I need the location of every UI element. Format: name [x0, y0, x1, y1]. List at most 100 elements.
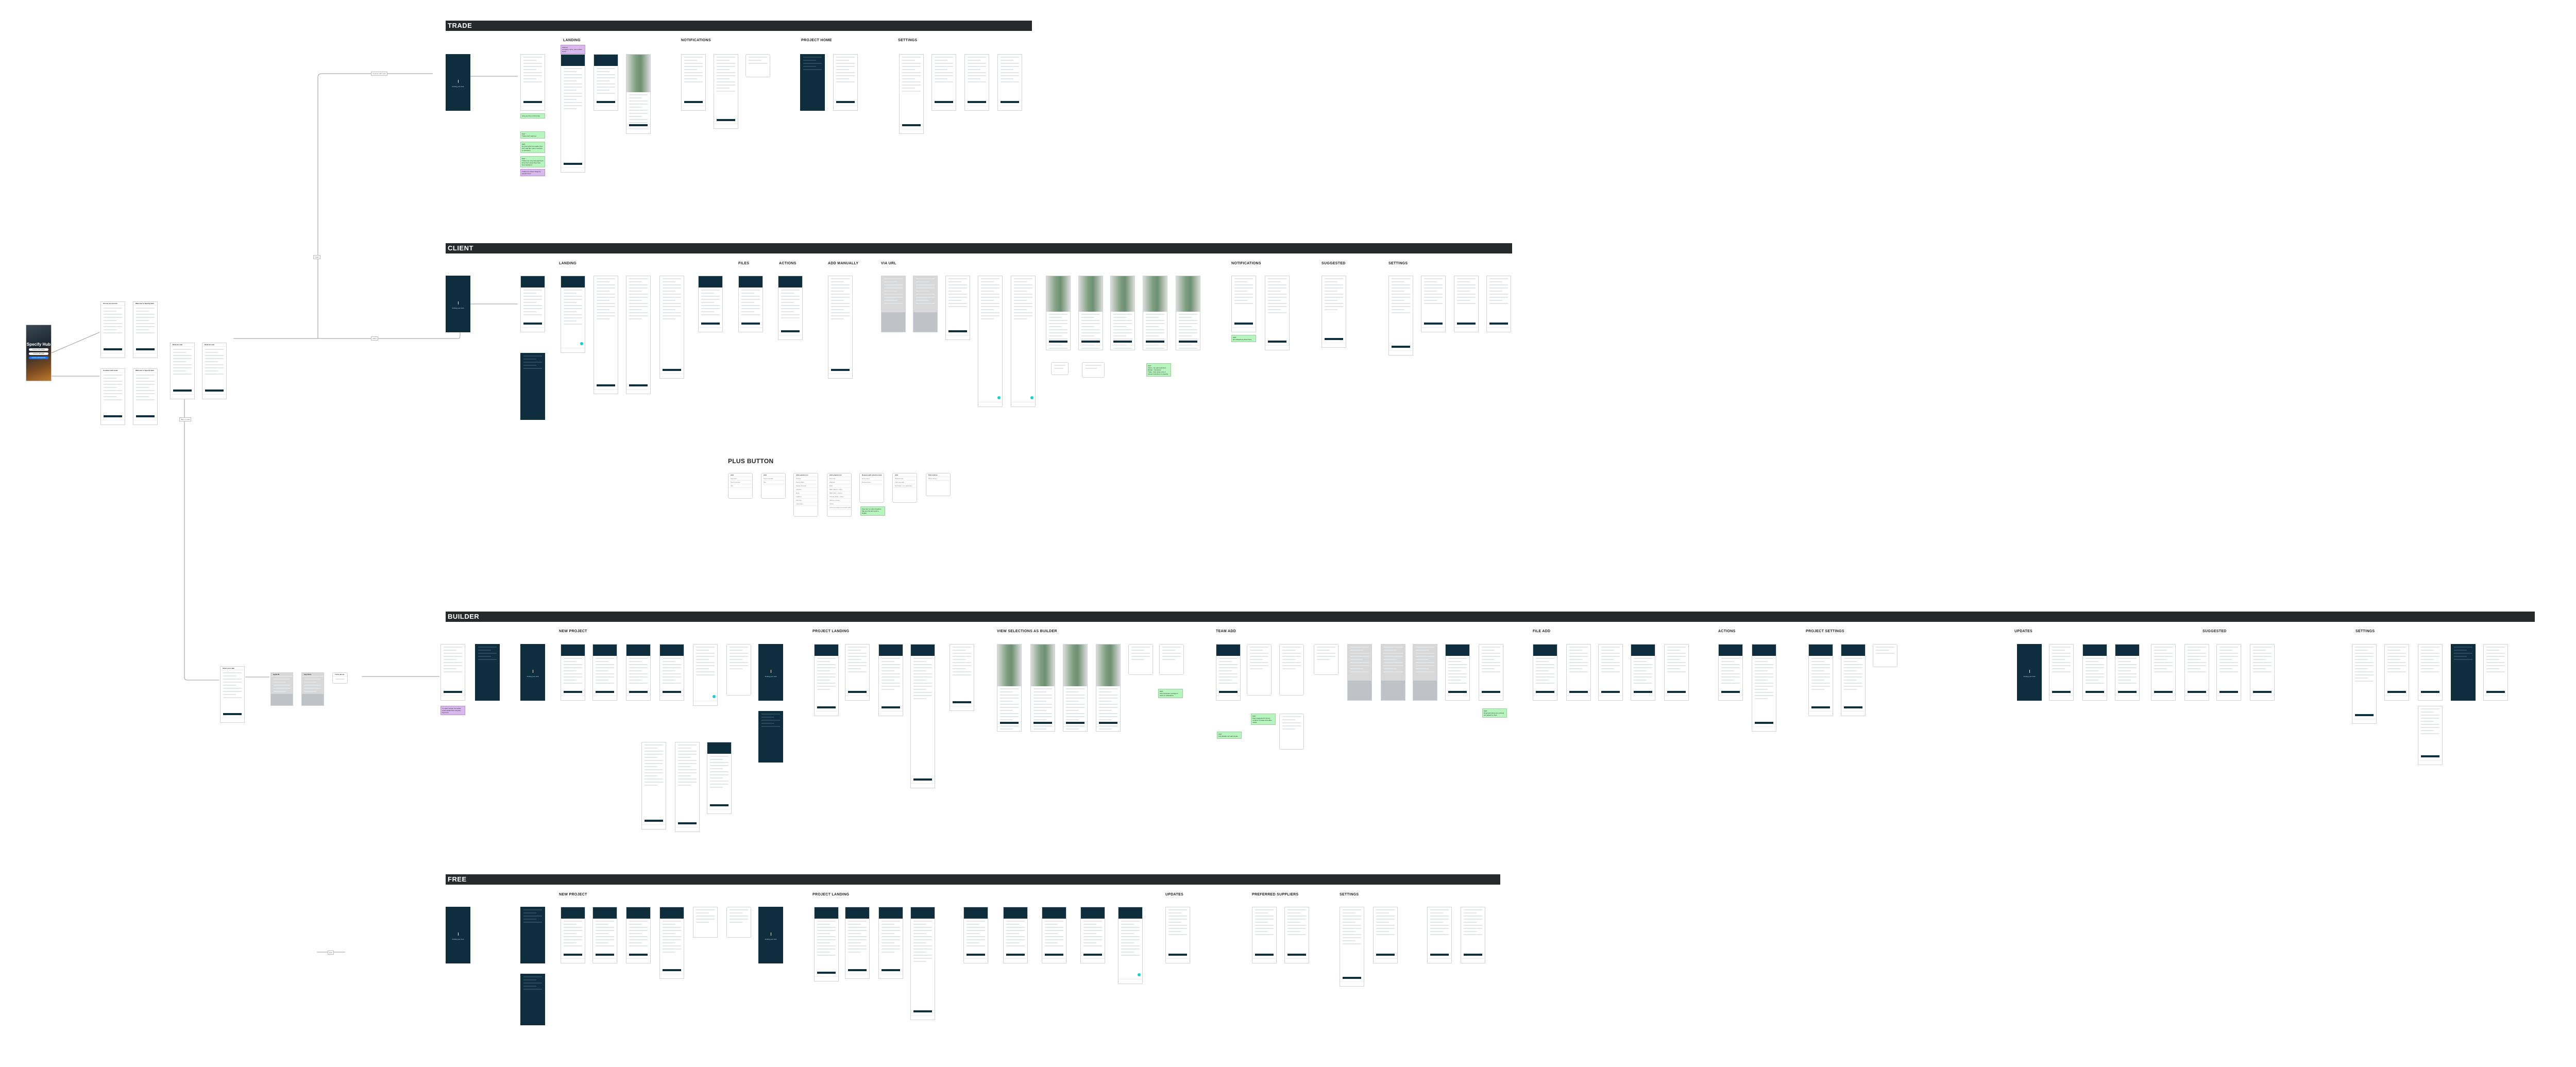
bottom-tab-bar[interactable]	[1042, 958, 1066, 963]
primary-button[interactable]	[523, 101, 542, 103]
bottom-tab-bar[interactable]	[834, 106, 857, 110]
phone-screen[interactable]	[1454, 276, 1479, 332]
menu-item[interactable]: Team member	[728, 481, 752, 484]
bottom-tab-bar[interactable]	[1004, 958, 1027, 963]
primary-button[interactable]	[684, 101, 703, 103]
phone-screen[interactable]	[1110, 276, 1135, 350]
bottom-tab-bar[interactable]	[714, 124, 738, 128]
bottom-tab-bar[interactable]	[202, 394, 226, 399]
primary-button[interactable]	[1464, 954, 1482, 956]
plus-button-icon[interactable]	[580, 342, 583, 345]
phone-screen[interactable]	[1445, 644, 1470, 701]
menu-item[interactable]: Can't see what you need? Add item +	[827, 506, 851, 510]
primary-button[interactable]	[1536, 691, 1554, 693]
bottom-tab-bar[interactable]	[739, 327, 762, 332]
phone-screen[interactable]	[997, 644, 1022, 732]
bottom-tab-bar[interactable]	[682, 106, 705, 110]
bottom-tab-bar[interactable]	[1631, 696, 1655, 700]
phone-screen[interactable]	[626, 644, 651, 701]
bottom-tab-bar[interactable]	[707, 809, 731, 814]
menu-item[interactable]: Bath Waste + Plug	[827, 488, 851, 492]
phone-screen[interactable]	[520, 276, 545, 332]
phone-screen[interactable]	[475, 644, 500, 701]
bottom-tab-bar[interactable]	[675, 827, 699, 832]
primary-button[interactable]	[173, 389, 192, 392]
phone-screen[interactable]	[1231, 276, 1256, 332]
phone-screen[interactable]	[913, 276, 938, 332]
phone-screen[interactable]	[1752, 644, 1776, 732]
primary-button[interactable]	[629, 691, 648, 693]
phone-screen[interactable]	[1252, 907, 1277, 963]
menu-item[interactable]: File	[728, 484, 752, 488]
bottom-tab-bar[interactable]	[1454, 327, 1478, 332]
bottom-tab-bar[interactable]	[1216, 696, 1240, 700]
primary-button[interactable]	[1001, 101, 1019, 103]
primary-button[interactable]	[596, 954, 614, 956]
phone-screen[interactable]	[2418, 644, 2443, 701]
primary-button[interactable]	[1255, 954, 1274, 956]
phone-screen[interactable]	[592, 907, 617, 963]
phone-screen[interactable]	[1631, 644, 1655, 701]
primary-button[interactable]	[1601, 691, 1620, 693]
bottom-tab-bar[interactable]	[2185, 696, 2209, 700]
menu-item[interactable]: My library / my selections	[893, 484, 917, 488]
phone-screen[interactable]	[2151, 644, 2176, 701]
bottom-tab-bar[interactable]	[660, 696, 684, 700]
phone-screen[interactable]	[738, 276, 763, 332]
phone-screen[interactable]: Finding your Hub	[2017, 644, 2042, 701]
phone-screen[interactable]	[899, 54, 924, 134]
primary-button[interactable]	[902, 124, 921, 126]
phone-screen[interactable]	[1373, 907, 1398, 963]
phone-screen[interactable]	[1042, 907, 1066, 963]
primary-button[interactable]	[1721, 691, 1740, 693]
bottom-tab-bar[interactable]	[1265, 345, 1289, 350]
primary-button[interactable]	[1006, 954, 1025, 956]
bottom-tab-bar[interactable]	[998, 106, 1022, 110]
phone-screen[interactable]	[963, 907, 988, 963]
primary-button[interactable]	[1634, 691, 1652, 693]
bottom-tab-bar[interactable]	[133, 353, 157, 358]
bottom-tab-bar[interactable]	[1111, 345, 1134, 350]
phone-screen[interactable]	[814, 644, 839, 716]
primary-button[interactable]	[848, 969, 867, 971]
primary-button[interactable]	[1083, 954, 1102, 956]
phone-screen[interactable]	[950, 644, 974, 711]
phone-screen[interactable]	[910, 907, 935, 1020]
primary-button[interactable]	[935, 101, 953, 103]
primary-button[interactable]	[1113, 341, 1132, 343]
bottom-tab-bar[interactable]	[2352, 719, 2376, 723]
phone-screen[interactable]	[845, 644, 870, 701]
menu-item[interactable]: Floor tile	[827, 477, 851, 481]
phone-screen[interactable]	[997, 54, 1022, 111]
primary-button[interactable]	[1099, 722, 1117, 724]
primary-button[interactable]	[1287, 954, 1306, 956]
phone-screen[interactable]	[1082, 362, 1105, 378]
bottom-tab-bar[interactable]	[221, 718, 244, 722]
phone-screen[interactable]	[1143, 276, 1167, 350]
menu-item[interactable]: Photo library	[926, 477, 950, 481]
primary-button[interactable]	[1755, 722, 1773, 724]
phone-screen[interactable]	[594, 276, 618, 394]
bottom-tab-bar[interactable]	[1719, 696, 1742, 700]
phone-screen[interactable]: Continue with email	[100, 368, 125, 425]
bottom-tab-bar[interactable]	[2385, 696, 2409, 700]
bottom-tab-bar[interactable]	[911, 1015, 935, 1020]
bottom-tab-bar[interactable]	[1176, 345, 1200, 350]
phone-screen[interactable]	[1808, 644, 1833, 716]
bottom-tab-bar[interactable]	[1031, 726, 1055, 731]
primary-button[interactable]	[663, 369, 681, 371]
menu-item[interactable]: Kitchen	[794, 477, 818, 481]
phone-screen[interactable]	[698, 276, 723, 332]
bottom-tab-bar[interactable]	[911, 783, 935, 788]
primary-button[interactable]	[967, 954, 985, 956]
phone-screen[interactable]	[1340, 907, 1364, 987]
bottom-tab-bar[interactable]	[1421, 327, 1445, 332]
bottom-tab-bar[interactable]	[1567, 696, 1590, 700]
primary-button[interactable]	[1392, 346, 1410, 348]
phone-screen[interactable]	[641, 742, 666, 829]
primary-button[interactable]	[836, 101, 855, 103]
phone-screen[interactable]: Finding your Hub	[446, 907, 470, 963]
primary-button[interactable]	[1667, 691, 1686, 693]
bottom-tab-bar[interactable]	[521, 106, 545, 110]
bottom-tab-bar[interactable]	[2083, 696, 2107, 700]
